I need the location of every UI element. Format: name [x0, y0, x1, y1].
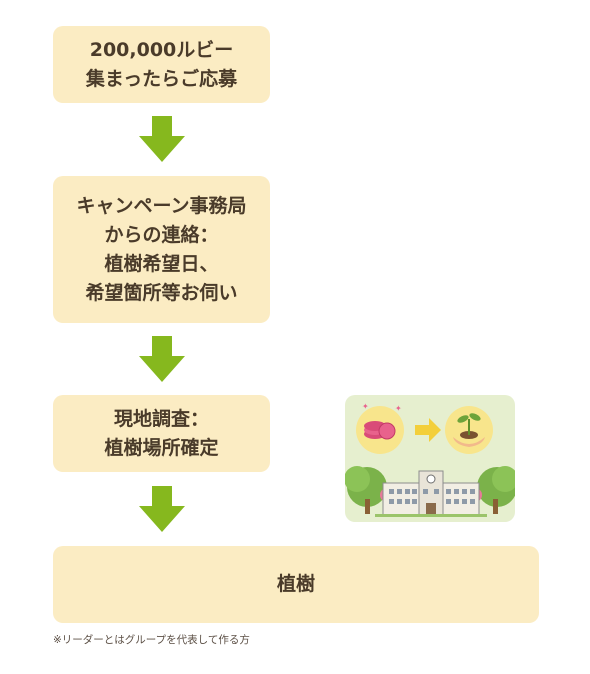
step-line: 現地調査： — [113, 407, 209, 430]
step-line: 希望箇所等お伺い — [85, 281, 238, 304]
step-line: 200,000ルビー — [89, 38, 234, 61]
step-line: キャンペーン事務局 — [76, 194, 247, 217]
sprout-hands-icon — [445, 406, 493, 454]
footnote: ※リーダーとはグループを代表して作る方 — [53, 634, 250, 646]
step-planting: 植樹 — [53, 546, 539, 623]
step-line: 集まったらご応募 — [85, 67, 238, 90]
step-line: 植樹希望日、 — [104, 252, 219, 275]
school-building-icon — [375, 470, 487, 517]
step-line: 植樹 — [276, 573, 315, 595]
arrow-down-icon — [139, 116, 185, 162]
planting-illustration: ✦ ✦ — [345, 395, 515, 522]
arrow-down-icon — [139, 486, 185, 532]
arrow-right-icon — [415, 418, 441, 442]
step-line: からの連絡： — [104, 223, 219, 246]
ruby-coins-icon: ✦ ✦ — [356, 402, 404, 454]
svg-text:✦: ✦ — [395, 404, 402, 413]
arrow-down-icon — [139, 336, 185, 382]
step-contact: キャンペーン事務局 からの連絡： 植樹希望日、 希望箇所等お伺い — [53, 176, 270, 323]
step-line: 植樹場所確定 — [104, 436, 219, 459]
step-survey: 現地調査： 植樹場所確定 — [53, 395, 270, 472]
svg-text:✦: ✦ — [362, 402, 369, 411]
step-apply: 200,000ルビー 集まったらご応募 — [53, 26, 270, 103]
